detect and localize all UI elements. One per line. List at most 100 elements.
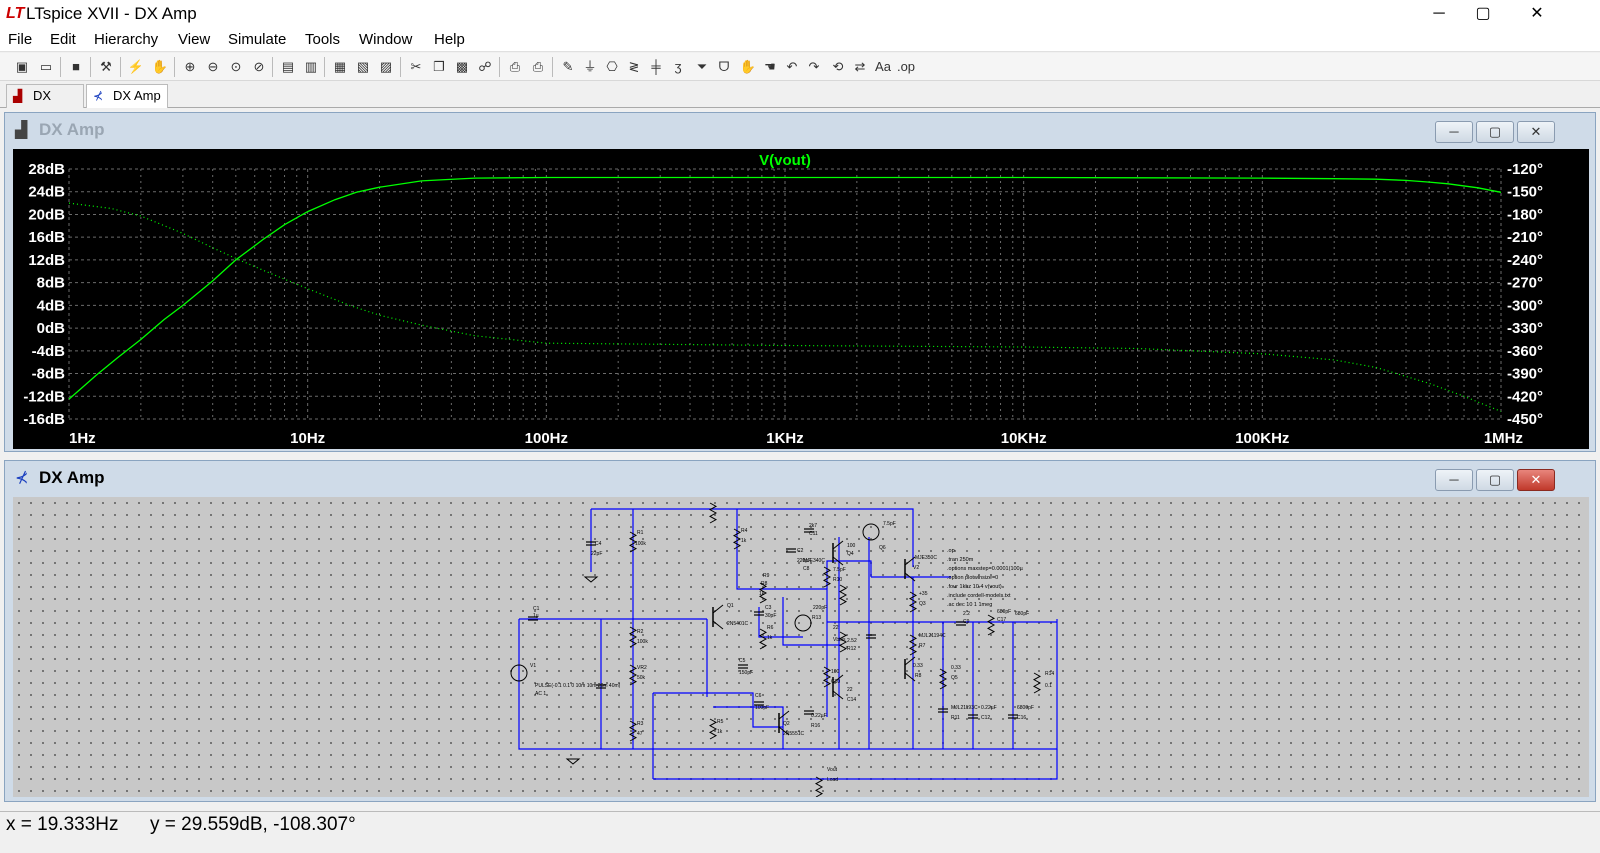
text-icon[interactable]: Aa (875, 59, 891, 74)
resistor-symbol (1032, 672, 1042, 694)
maximize-button[interactable]: ▢ (1476, 469, 1514, 491)
print-preview-icon[interactable]: ⎙ (509, 59, 521, 74)
resistor-symbol (758, 628, 768, 650)
tile-horizontal-icon[interactable]: ▦ (333, 59, 347, 74)
transistor-emitter (904, 572, 916, 582)
wire (653, 692, 783, 728)
resistor-symbol (732, 528, 742, 550)
wire-icon[interactable]: ✎ (562, 59, 574, 74)
component-label: 1k (759, 591, 765, 597)
transistor-collector (778, 710, 790, 720)
save-icon[interactable]: ■ (72, 59, 80, 74)
capacitor-icon[interactable]: ╪ (651, 59, 661, 74)
run-icon[interactable]: ⚡ (127, 59, 145, 74)
menu-edit[interactable]: Edit (50, 31, 76, 48)
component-label: R7 (919, 643, 926, 649)
close-button[interactable]: ✕ (1530, 5, 1544, 22)
component-label: +35 (919, 591, 928, 597)
autorange-icon[interactable]: ▤ (281, 59, 295, 74)
component-label: VR2 (637, 665, 647, 671)
rotate-icon[interactable]: ⟲ (832, 59, 844, 74)
menu-view[interactable]: View (178, 31, 211, 48)
resistor-symbol (822, 566, 832, 588)
component-label: 2.52 (847, 638, 857, 644)
title-bar: LT LTspice XVII - DX Amp ─ ▢ ✕ (0, 0, 1600, 28)
menu-help[interactable]: Help (434, 31, 465, 48)
tab-schematic[interactable]: ⊀DX Amp (86, 84, 168, 108)
copy-icon[interactable]: ❐ (433, 59, 445, 74)
minimize-button[interactable]: ─ (1433, 5, 1445, 22)
x-tick-label: 10KHz (1001, 430, 1047, 447)
transistor-collector (712, 604, 724, 614)
component-label: R5 (717, 719, 724, 725)
maximize-button[interactable]: ▢ (1476, 121, 1514, 143)
move-icon[interactable]: ✋ (739, 59, 757, 74)
voltage-source (510, 664, 528, 682)
zoom-in-icon[interactable]: ⊕ (184, 59, 196, 74)
component-icon[interactable]: ᗜ (718, 59, 730, 74)
menu-tools[interactable]: Tools (305, 31, 341, 48)
paste-icon[interactable]: ▩ (455, 59, 469, 74)
resistor-symbol (628, 720, 638, 742)
zoom-out-icon[interactable]: ⊖ (207, 59, 219, 74)
mirror-icon[interactable]: ⇄ (854, 59, 866, 74)
ground-icon[interactable]: ⏚ (583, 59, 597, 74)
tab-waveform[interactable]: ▟DX Amp (6, 84, 84, 125)
spice-directive-icon[interactable]: .op (896, 59, 916, 74)
resistor-icon[interactable]: ≷ (628, 59, 640, 74)
open-icon[interactable]: ▭ (39, 59, 53, 74)
spice-directive: .op (947, 548, 955, 554)
new-schematic-icon[interactable]: ▣ (15, 59, 29, 74)
control-panel-icon[interactable]: ⚒ (100, 59, 112, 74)
component-label: AC 1 (535, 691, 546, 697)
cascade-icon[interactable]: ▨ (379, 59, 393, 74)
tile-vertical-icon[interactable]: ▧ (356, 59, 370, 74)
y-left-tick-label: 8dB (37, 275, 66, 292)
menu-file[interactable]: File (8, 31, 33, 48)
minimize-button[interactable]: ─ (1435, 469, 1473, 491)
toolbar-separator (552, 57, 553, 77)
resistor-symbol (908, 634, 918, 656)
component-label: C8 (803, 566, 810, 572)
menu-simulate[interactable]: Simulate (228, 31, 287, 48)
component-label: Q3 (919, 601, 926, 607)
schematic-drawing[interactable]: R1100kC422pFR2100kVR250kR347C11µV1PULSE(… (13, 493, 1589, 798)
close-button[interactable]: ✕ (1517, 121, 1555, 143)
close-button[interactable]: ✕ (1517, 469, 1555, 491)
menu-hierarchy[interactable]: Hierarchy (94, 31, 159, 48)
maximize-button[interactable]: ▢ (1475, 5, 1491, 22)
zoom-cancel-icon[interactable]: ⊘ (253, 59, 265, 74)
drag-icon[interactable]: ☚ (764, 59, 776, 74)
magnitude-trace (68, 176, 1502, 400)
zoom-fit-icon[interactable]: ⊙ (230, 59, 242, 74)
label-net-icon[interactable]: ⎔ (606, 59, 618, 74)
wire (518, 619, 1058, 750)
bode-plot[interactable]: 28dB-120°24dB-150°20dB-180°16dB-210°12dB… (13, 149, 1589, 449)
component-label: C17 (997, 617, 1006, 623)
component-label: C9 (963, 619, 970, 625)
toolbar-separator (120, 57, 121, 77)
menu-window[interactable]: Window (359, 31, 413, 48)
minimize-button[interactable]: ─ (1435, 121, 1473, 143)
x-tick-label: 1Hz (69, 430, 96, 447)
inductor-icon[interactable]: ʒ (674, 59, 682, 74)
y-left-tick-label: 4dB (37, 297, 66, 314)
redo-icon[interactable]: ↷ (808, 59, 820, 74)
toolbar-separator (324, 57, 325, 77)
transistor-emitter (712, 620, 724, 630)
cut-icon[interactable]: ✂ (410, 59, 422, 74)
waveform-plot[interactable]: 28dB-120°24dB-150°20dB-180°16dB-210°12dB… (13, 149, 1589, 449)
diode-icon[interactable]: ⏷ (696, 59, 708, 74)
plot-settings-icon[interactable]: ▥ (304, 59, 318, 74)
undo-icon[interactable]: ↶ (786, 59, 798, 74)
component-label: 150pF (739, 670, 753, 676)
component-label: 30pF (765, 613, 776, 619)
find-icon[interactable]: ☍ (478, 59, 492, 74)
print-icon[interactable]: ⎙ (532, 59, 544, 74)
x-tick-label: 100KHz (1235, 430, 1289, 447)
component-label: Load (827, 777, 838, 783)
transistor-emitter (832, 690, 844, 700)
halt-icon[interactable]: ✋ (151, 59, 169, 74)
toolbar: ▣ ▭ ■ ⚒ ⚡ ✋ ⊕ ⊖ ⊙ ⊘ ▤ ▥ ▦ ▧ ▨ ✂ ❐ ▩ ☍ ⎙ … (0, 53, 1600, 81)
